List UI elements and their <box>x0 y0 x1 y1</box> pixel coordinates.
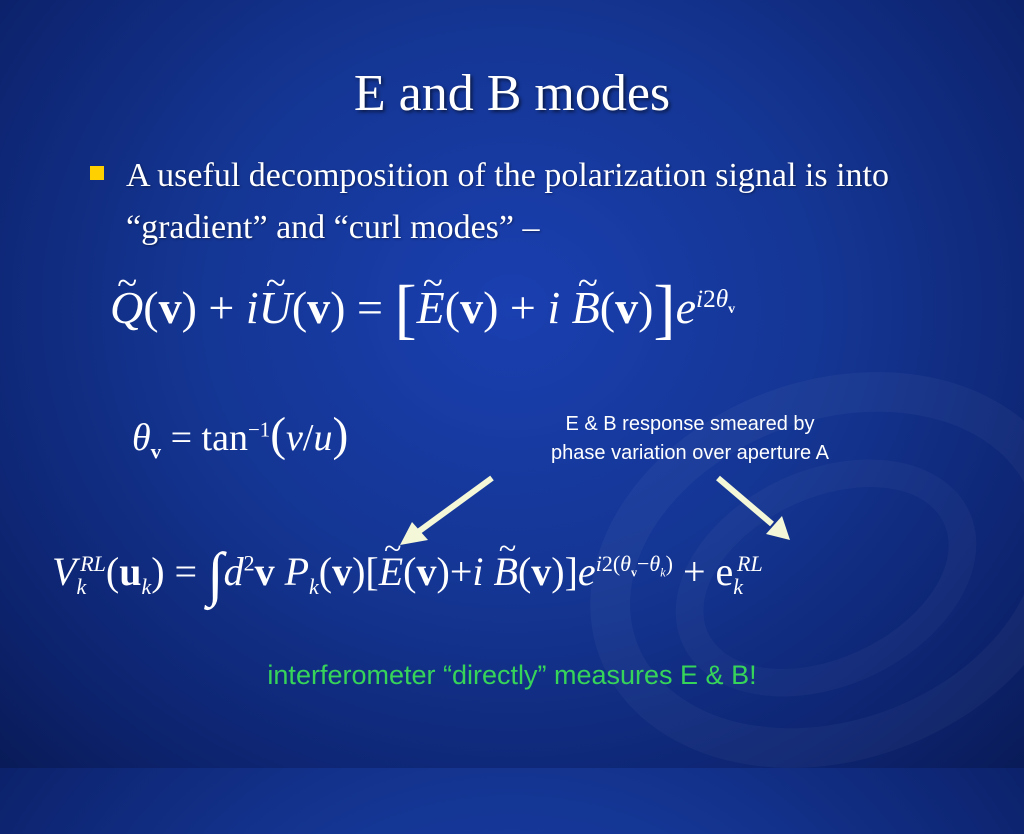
annotation-line-2: phase variation over aperture A <box>551 442 829 464</box>
equation-polarization-decomposition: Q(v) + iU(v) = [E(v) + i B(v)]ei2θv <box>110 261 735 348</box>
equation-theta: θv = tan−1(v/u) <box>132 409 349 464</box>
bullet-text: A useful decomposition of the polarizati… <box>126 157 889 246</box>
conclusion-text: interferometer “directly” measures E & B… <box>267 660 757 690</box>
arrow-icon <box>716 475 790 540</box>
equation-visibility: VkRL(uk) = ∫d2v Pk(v)[E(v)+i B(v)]ei2(θv… <box>52 530 763 609</box>
annotation-line-1: E & B response smeared by <box>565 413 815 435</box>
arrow-icon <box>400 475 494 545</box>
bullet-point: A useful decomposition of the polarizati… <box>90 150 910 254</box>
annotation-arrows <box>400 475 790 545</box>
annotation-note: E & B response smeared by phase variatio… <box>490 410 890 468</box>
slide-title: E and B modes <box>353 65 671 122</box>
square-bullet-icon <box>90 166 104 180</box>
